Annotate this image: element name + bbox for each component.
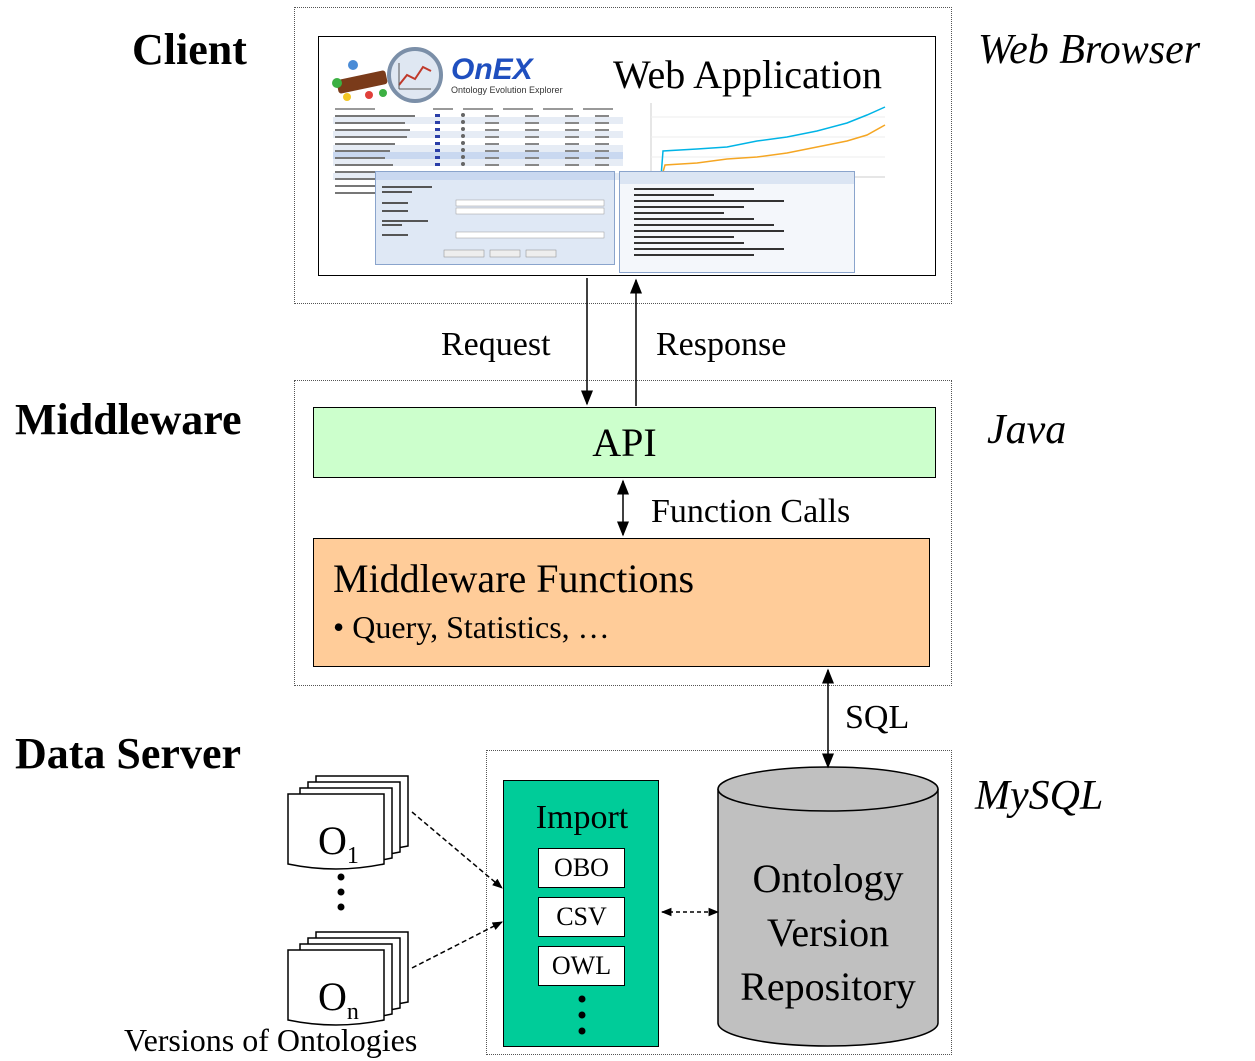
sql-label: SQL	[845, 699, 910, 736]
ontology-first-subscript: 1	[346, 843, 359, 869]
onex-logo-icon	[332, 47, 443, 103]
ontology-first-to-import-arrow	[411, 811, 503, 889]
java-label: Java	[987, 407, 1067, 453]
middleware-functions-title: Middleware Functions	[333, 556, 695, 601]
web-browser-label: Web Browser	[978, 27, 1201, 73]
import-title: Import	[535, 799, 629, 836]
ontology-last-subscript: n	[346, 999, 359, 1025]
search-form-thumbnail	[382, 186, 605, 258]
data-server-tier-label: Data Server	[15, 729, 242, 778]
client-container	[294, 7, 952, 304]
import-more-formats-ellipsis	[578, 995, 586, 1035]
repository-label: Ontology Version Repository	[717, 852, 939, 1014]
concept-search-dialog-thumbnail	[375, 171, 615, 265]
repository-label-line-2: Version	[766, 910, 890, 955]
mysql-label: MySQL	[975, 773, 1104, 819]
api-box: API	[313, 407, 936, 478]
onex-logo-text: OnEX	[451, 53, 533, 86]
import-box: Import OBO CSV OWL	[503, 780, 659, 1047]
middleware-container	[294, 380, 952, 686]
repository-label-line-1: Ontology	[752, 856, 904, 901]
function-calls-label: Function Calls	[651, 493, 851, 530]
ontology-version-stack-first-icon	[287, 775, 409, 870]
ontology-first-letter: O	[318, 818, 347, 863]
web-application-label: Web Application	[613, 52, 882, 97]
ontology-repository-cylinder	[717, 766, 939, 1047]
ontology-last-letter: O	[318, 974, 347, 1019]
ontology-last-label: On	[318, 973, 359, 1026]
ontology-last-to-import-arrow	[411, 921, 503, 969]
search-results-thumbnail	[619, 171, 855, 273]
request-label: Request	[441, 326, 551, 363]
middleware-functions-box: Middleware Functions • Query, Statistics…	[313, 538, 930, 667]
ontology-version-stack-last-icon	[287, 931, 409, 1026]
format-owl: OWL	[538, 946, 625, 986]
onex-logo-subtitle: Ontology Evolution Explorer	[451, 85, 563, 95]
format-csv: CSV	[538, 897, 625, 937]
response-label: Response	[656, 326, 787, 363]
data-server-container	[486, 750, 952, 1055]
ontology-first-label: O1	[318, 817, 359, 870]
format-obo: OBO	[538, 848, 625, 888]
search-results-list-thumbnail	[634, 188, 784, 256]
middleware-tier-label: Middleware	[15, 395, 242, 444]
repository-label-line-3: Repository	[740, 964, 916, 1009]
versions-of-ontologies-caption: Versions of Ontologies	[124, 1022, 418, 1058]
web-application-screenshot: OnEX Ontology Evolution Explorer Web App…	[318, 36, 936, 276]
middleware-functions-bullet: • Query, Statistics, …	[333, 609, 610, 645]
client-tier-label: Client	[132, 25, 247, 74]
ontology-versions-ellipsis	[337, 873, 345, 911]
